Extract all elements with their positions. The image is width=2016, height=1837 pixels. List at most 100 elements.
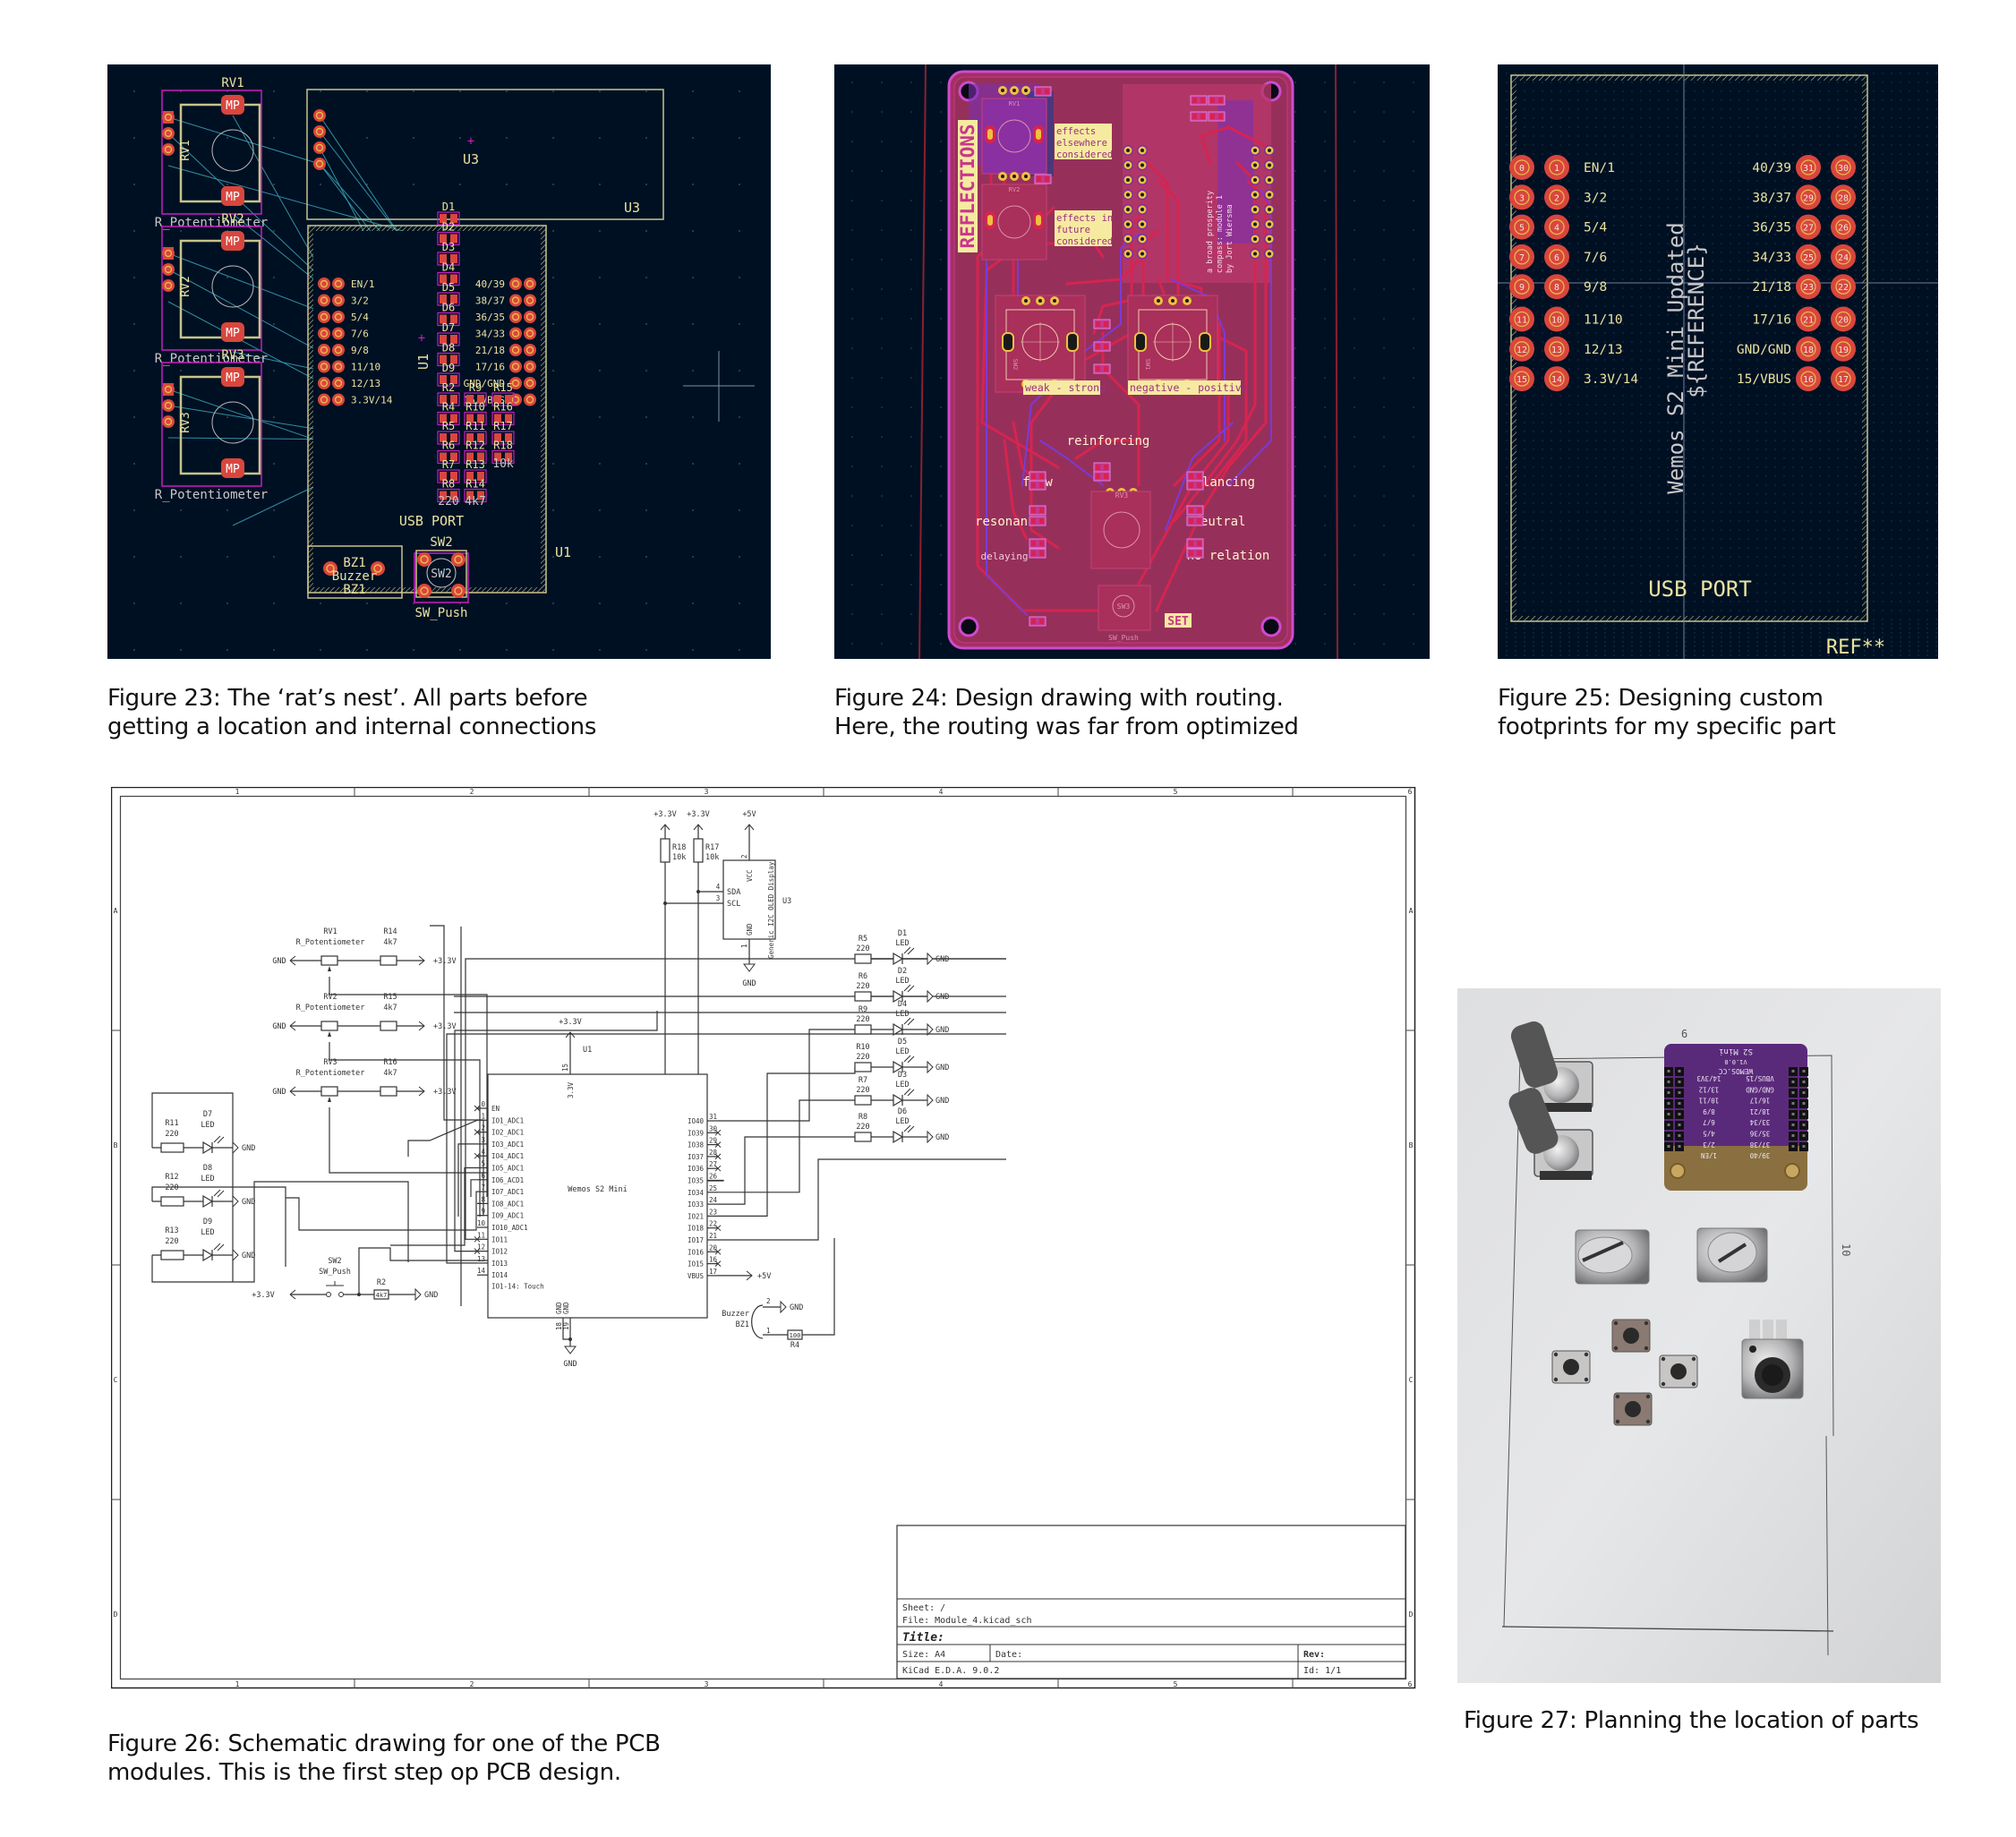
oled-pin-number: 4 [716,883,721,891]
mcu-left-pin-name: IO14 [491,1271,508,1279]
caption-line: Figure 23: The ‘rat’s nest’. All parts b… [107,685,588,712]
u1-center-label: U1 [415,354,431,370]
pad-number: 5 [1519,224,1525,234]
border-row-label: D [114,1611,118,1619]
pad-number: 23 [1803,283,1814,293]
gnd-pin-number: 19 [562,1322,570,1330]
pad-number: 3 [1519,193,1525,203]
tall-potentiometer [1508,1088,1593,1180]
caption-line: Here, the routing was far from optimized [834,713,1299,740]
u1-left-pin-label: EN/1 [351,278,375,290]
board-pin-label: 33/34 [1749,1118,1770,1126]
tall-potentiometer [1510,1021,1593,1112]
mcu-right-pin-name: IO37 [688,1153,704,1161]
pot-ref: RV3 [221,348,243,363]
smd-ref: R10 [466,401,485,414]
mcu-left-pin-number: 0 [481,1100,485,1108]
mcu-left-pin-name: IO10_ADC1 [491,1224,528,1232]
mcu-value: Wemos S2 Mini [568,1185,628,1194]
smd-ref: R2 [442,381,455,394]
gnd-label: GND [935,1097,949,1106]
rotary-encoder [1575,1229,1650,1285]
mcu-right-pin-name: IO36 [688,1165,705,1173]
buzzer-value: Buzzer [332,569,378,584]
u1-right-pin-label: 38/37 [475,295,505,307]
gnd-pin-number: 18 [555,1321,563,1330]
left-pin-label: 3/2 [1584,191,1607,205]
smd-ref: R18 [493,440,513,452]
caption-figure-26: Figure 26: Schematic drawing for one of … [107,1730,661,1787]
tb-title: Title: [902,1631,944,1645]
pot-ref: RV2 [323,993,337,1002]
resistor-value: 220 [856,1053,869,1062]
pad-number: 0 [1519,164,1525,174]
u1-right-pin-label: 34/33 [475,329,505,340]
smd-footprint: R16 [491,401,515,426]
smd-ref: R7 [442,458,455,471]
pot-value: R_Potentiometer [155,216,268,230]
mcu-left-pin-name: IO3_ADC1 [491,1141,524,1149]
left-pin-label: 3.3V/14 [1584,372,1638,387]
board-silk-model: S2 Mini [1719,1047,1753,1055]
mcu-left-pin-number: 4 [481,1148,485,1156]
gnd-label: GND [563,1360,577,1369]
mcu-right-pin-number: 26 [709,1173,718,1181]
label-delaying: delaying [981,551,1029,562]
board-silk-brand: WEMOS.CC [1719,1067,1754,1075]
smd-footprint: D3 [437,241,460,266]
caption-line: Figure 24: Design drawing with routing. [834,685,1284,712]
smd-ref: R15 [493,381,513,394]
mp-pad-label: MP [226,372,240,385]
mcu-right-pin-name: IO39 [688,1129,704,1137]
pot-value: R_Potentiometer [296,1004,365,1012]
u1-usb-label: USB PORT [399,513,464,529]
smd-ref: R6 [442,440,455,452]
resistor-value: 220 [856,944,869,953]
pad-number: 7 [1519,253,1525,263]
oled-rail: +5V [742,810,756,819]
pad-number: 22 [1838,283,1849,293]
label-effects-future-3: considered [1056,236,1113,247]
resistor-ref: R8 [859,1113,867,1122]
encoder-ref: SW1 [1144,359,1151,371]
board-pin-label: 6/7 [1703,1118,1715,1126]
u1-left-pin-label: 11/10 [351,362,380,373]
title-block: Sheet: / File: Module_4.kicad_sch Title:… [896,1525,1406,1679]
border-row-label: A [114,907,118,915]
label-effects-elsewhere-3: considered [1056,150,1113,160]
smd-footprint: R18 [491,440,515,465]
right-pin-label: 38/37 [1752,191,1791,205]
pad-number: 29 [1803,193,1814,203]
oled-pin-scl: SCL [727,900,740,909]
label-weak-strong: weak - strong [1025,381,1106,394]
board-pin-label: 14/3V3 [1696,1074,1721,1082]
pullup-rail: +3.3V [687,810,710,819]
u3-outline [306,89,664,220]
pot-ref-vertical: RV3 [179,412,192,432]
resistor-value: 220 [856,1015,869,1024]
caption-figure-27: Figure 27: Planning the location of part… [1464,1706,1919,1735]
smd-ref: D6 [442,302,455,314]
board-pin-label: GND/GND [1746,1085,1774,1093]
mcu-left-pin-name: IO6_ACD1 [491,1176,524,1184]
oled-value: Generic I2C OLED Display [767,861,775,959]
smd-footprint: R11 [464,420,487,445]
mcu-left-pin-name: IO13 [491,1260,508,1268]
right-pin-label: 36/35 [1752,221,1791,235]
mcu-left-pin-number: 10 [477,1219,486,1227]
value-label-10k: 10k [492,457,514,471]
caption-figure-23: Figure 23: The ‘rat’s nest’. All parts b… [107,684,596,741]
border-column-label: 1 [235,788,240,796]
resistor-value: 4k7 [383,1069,397,1078]
smd-ref: D2 [442,221,455,234]
smd-ref: D7 [442,321,455,334]
border-row-label: B [114,1141,118,1149]
oled-pin-vcc: VCC [746,869,754,882]
smd-ref: D9 [442,362,455,374]
resistor-ref: R9 [859,1005,867,1014]
pad-number: 15 [1516,375,1527,385]
board-pin-label: 16/17 [1750,1097,1771,1105]
oled-pin-number: 2 [740,854,748,859]
wemos-s2-mini-board: WEMOS.CC V1.0.0 S2 Mini 14/3V313/1210/11… [1664,1044,1808,1191]
